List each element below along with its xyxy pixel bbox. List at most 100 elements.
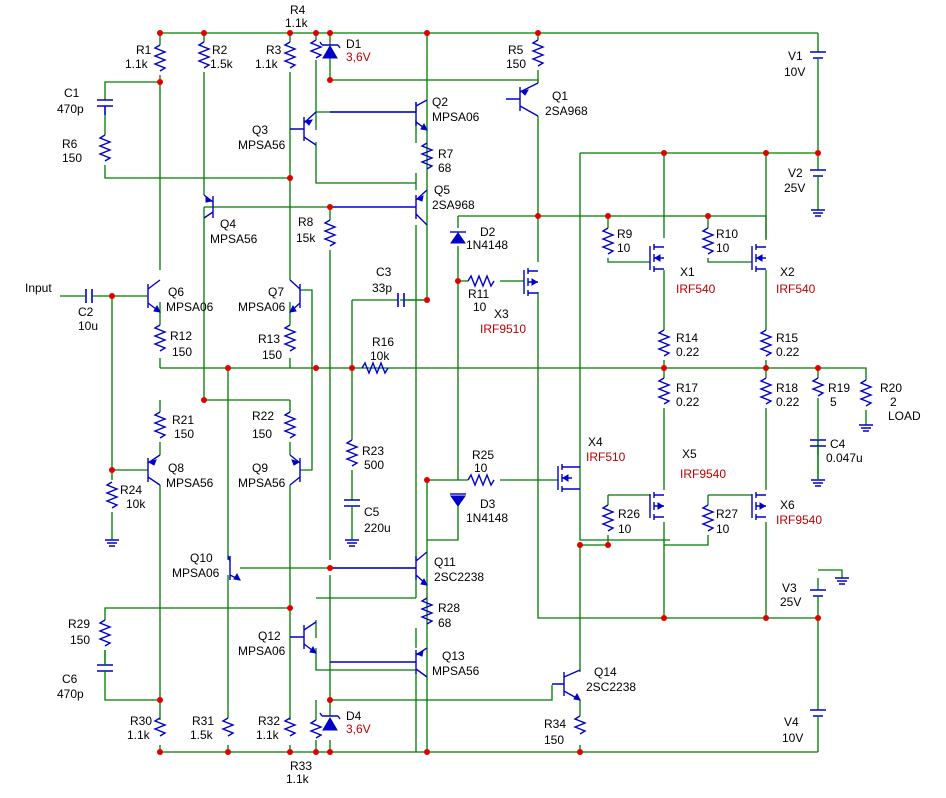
C2-value: 10u bbox=[78, 319, 98, 333]
R14-resistor bbox=[657, 329, 671, 357]
R6-resistor bbox=[98, 134, 112, 162]
Q4-pnp bbox=[203, 194, 214, 219]
R25-resistor bbox=[467, 473, 495, 487]
R10-value: 10 bbox=[716, 241, 730, 255]
V3-source bbox=[810, 589, 826, 608]
Q5-pnp bbox=[330, 189, 428, 226]
Q5-name: Q5 bbox=[434, 183, 450, 197]
R15-value: 0.22 bbox=[776, 345, 800, 359]
Q3-pnp bbox=[290, 111, 317, 146]
R18-value: 0.22 bbox=[776, 395, 800, 409]
R11-value: 10 bbox=[473, 300, 487, 314]
R7-resistor bbox=[420, 142, 434, 170]
Q6-npn bbox=[147, 279, 161, 313]
C2-name: C2 bbox=[78, 305, 94, 319]
R8-value: 15k bbox=[296, 231, 316, 245]
R3-value: 1.1k bbox=[255, 57, 279, 71]
R32-resistor bbox=[283, 717, 297, 737]
Q8-name: Q8 bbox=[168, 461, 184, 475]
R18-name: R18 bbox=[776, 381, 798, 395]
R13-resistor bbox=[283, 324, 297, 352]
V1-value: 10V bbox=[784, 65, 805, 79]
R21-name: R21 bbox=[172, 413, 194, 427]
R32-name: R32 bbox=[258, 714, 280, 728]
Q12-name: Q12 bbox=[258, 629, 281, 643]
Q6-value: MPSA06 bbox=[166, 300, 214, 314]
Q10-npn bbox=[227, 555, 241, 581]
D3-diode bbox=[427, 493, 466, 541]
R12-value: 150 bbox=[172, 345, 192, 359]
R23-name: R23 bbox=[362, 444, 384, 458]
D4-zener bbox=[319, 712, 341, 731]
X1-nmos bbox=[649, 244, 664, 272]
X4-name: X4 bbox=[588, 435, 603, 449]
Q11-npn bbox=[330, 551, 428, 586]
R4-value: 1.1k bbox=[285, 16, 309, 30]
R21-value: 150 bbox=[174, 427, 194, 441]
V4-source bbox=[810, 709, 826, 735]
R9-name: R9 bbox=[617, 227, 633, 241]
Q10-value: MPSA06 bbox=[172, 566, 220, 580]
R16-value: 10k bbox=[370, 349, 390, 363]
R9-value: 10 bbox=[617, 241, 631, 255]
D4-name: D4 bbox=[346, 709, 362, 723]
C3-name: C3 bbox=[376, 265, 392, 279]
D2-name: D2 bbox=[480, 225, 496, 239]
R17-resistor bbox=[657, 377, 671, 405]
X1-value: IRF540 bbox=[676, 282, 716, 296]
R15-name: R15 bbox=[776, 331, 798, 345]
R28-value: 68 bbox=[438, 616, 452, 630]
Q7-value: MPSA06 bbox=[238, 300, 286, 314]
R11-resistor bbox=[467, 274, 495, 288]
R3-name: R3 bbox=[266, 43, 282, 57]
C5-value: 220u bbox=[364, 521, 391, 535]
R5-resistor bbox=[531, 39, 545, 67]
R16-name: R16 bbox=[372, 335, 394, 349]
R19-resistor bbox=[811, 377, 825, 397]
R23-resistor bbox=[345, 439, 359, 467]
V2-name: V2 bbox=[788, 166, 803, 180]
R16-resistor bbox=[361, 361, 389, 375]
Q2-name: Q2 bbox=[432, 95, 448, 109]
R25-name: R25 bbox=[472, 448, 494, 462]
labels: Input LOAD R1 1.1k R2 1.5k R3 1.1k R4 1.… bbox=[25, 3, 921, 786]
R12-resistor bbox=[153, 324, 167, 352]
X5-value: IRF9540 bbox=[680, 467, 726, 481]
Q3-name: Q3 bbox=[252, 123, 268, 137]
X3-pmos bbox=[523, 268, 538, 296]
R1-resistor bbox=[153, 44, 167, 72]
R29-resistor bbox=[98, 619, 112, 647]
resistors bbox=[98, 39, 873, 739]
C4-name: C4 bbox=[830, 437, 846, 451]
D1-name: D1 bbox=[346, 37, 362, 51]
R20-name: R20 bbox=[880, 381, 902, 395]
R22-name: R22 bbox=[252, 409, 274, 423]
C6-value: 470p bbox=[57, 687, 84, 701]
R20-resistor bbox=[859, 379, 873, 407]
supplies bbox=[810, 51, 826, 735]
R24-name: R24 bbox=[120, 483, 142, 497]
Q3-value: MPSA56 bbox=[238, 138, 286, 152]
D3-value: 1N4148 bbox=[466, 511, 508, 525]
R33-value: 1.1k bbox=[286, 772, 310, 786]
Q12-value: MPSA06 bbox=[238, 644, 286, 658]
D1-value: 3,6V bbox=[346, 50, 371, 64]
C4-value: 0.047u bbox=[826, 451, 863, 465]
Q8-value: MPSA56 bbox=[166, 476, 214, 490]
X6-pmos bbox=[751, 492, 766, 520]
R6-value: 150 bbox=[62, 151, 82, 165]
D2-diode bbox=[450, 231, 466, 244]
R32-value: 1.1k bbox=[256, 728, 280, 742]
R24-resistor bbox=[105, 481, 119, 509]
C5-capacitor bbox=[344, 499, 360, 522]
V3-name: V3 bbox=[782, 581, 797, 595]
R2-resistor bbox=[197, 41, 211, 69]
R10-resistor bbox=[701, 227, 715, 255]
R5-value: 150 bbox=[506, 57, 526, 71]
R17-name: R17 bbox=[676, 381, 698, 395]
Q7-npn bbox=[289, 279, 301, 313]
R23-value: 500 bbox=[364, 458, 384, 472]
R22-resistor bbox=[283, 411, 297, 439]
X2-value: IRF540 bbox=[776, 282, 816, 296]
Q2-npn bbox=[330, 99, 428, 131]
